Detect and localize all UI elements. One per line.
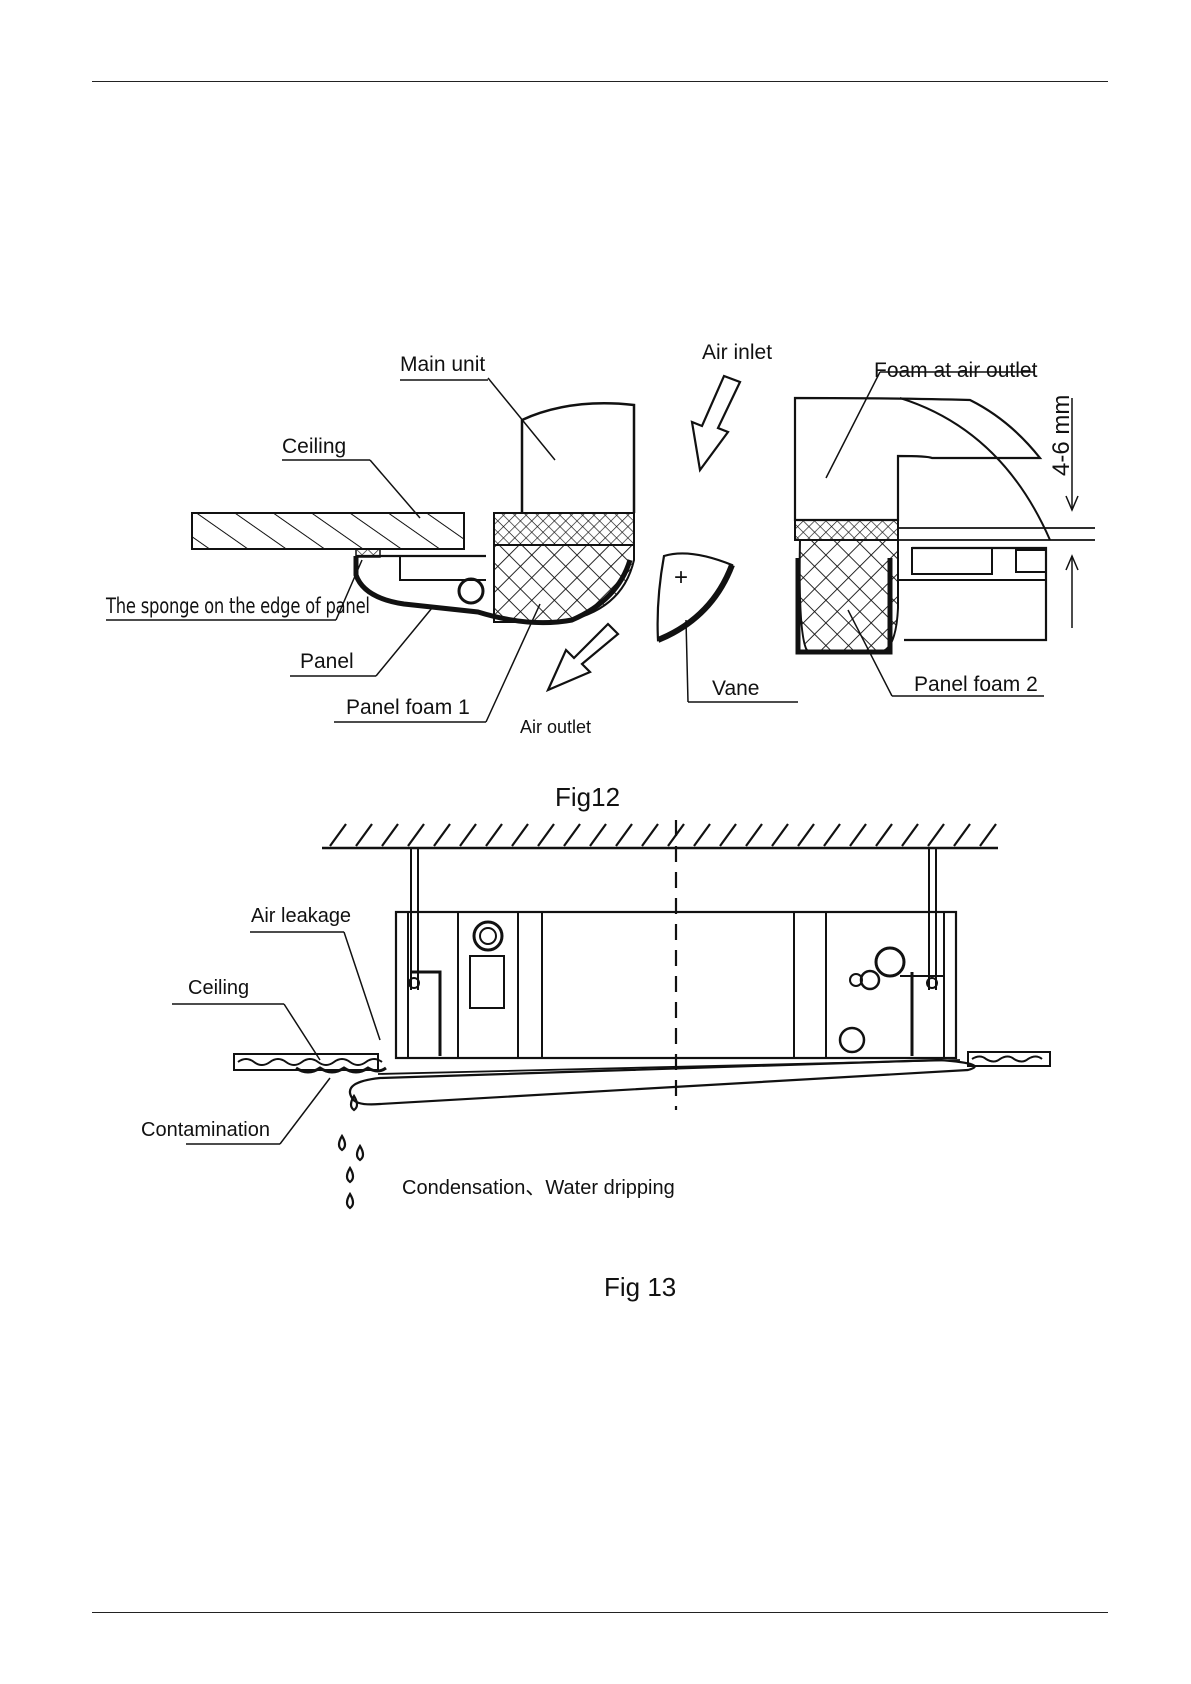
label-contamination: Contamination bbox=[141, 1120, 270, 1140]
label-ceiling-fig13: Ceiling bbox=[188, 978, 249, 998]
caption-fig13: Fig 13 bbox=[604, 1274, 676, 1300]
water-drops bbox=[339, 1096, 363, 1208]
label-condensation: Condensation、Water dripping bbox=[402, 1178, 675, 1198]
fig13-ceiling-right bbox=[968, 1052, 1050, 1066]
label-air-leakage: Air leakage bbox=[251, 906, 351, 926]
top-hatching bbox=[330, 824, 996, 846]
footer-rule bbox=[92, 1612, 1108, 1613]
